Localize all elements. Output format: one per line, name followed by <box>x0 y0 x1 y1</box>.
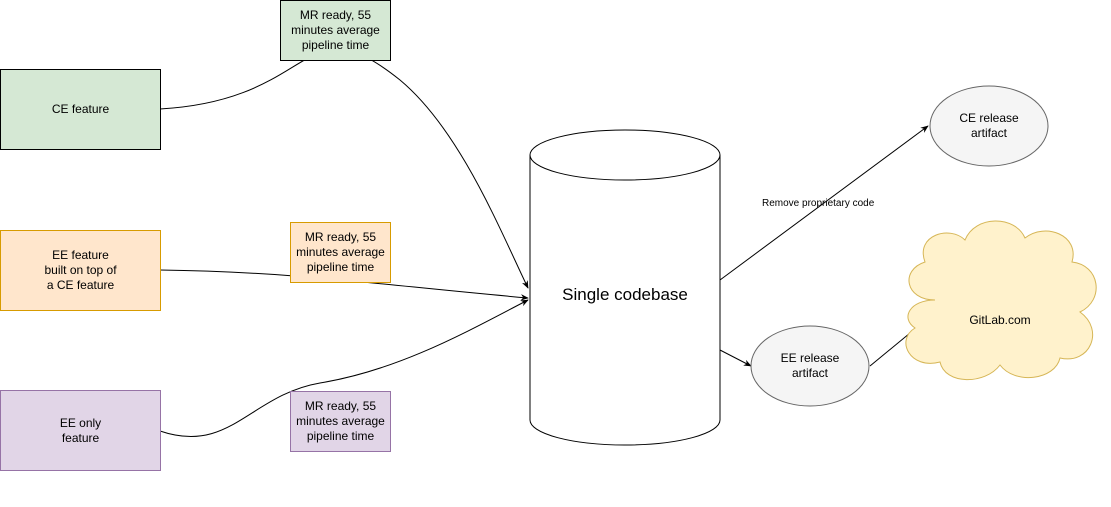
mr-note-bottom: MR ready, 55 minutes average pipeline ti… <box>290 391 391 452</box>
remove-proprietary-label: Remove proprietary code <box>762 198 875 209</box>
mr-note-middle-label: MR ready, 55 minutes average pipeline ti… <box>296 230 385 274</box>
codebase-label: Single codebase <box>562 285 688 304</box>
mr-note-top: MR ready, 55 minutes average pipeline ti… <box>280 0 391 61</box>
edge-ee-only-to-codebase <box>159 299 529 437</box>
ee-only-feature-box: EE only feature <box>0 390 161 471</box>
ce-artifact-ellipse <box>929 85 1049 167</box>
ee-artifact-ellipse <box>750 325 870 407</box>
ee-feature-box: EE feature built on top of a CE feature <box>0 230 161 311</box>
codebase-cylinder <box>529 129 721 446</box>
gitlab-label: GitLab.com <box>969 313 1031 327</box>
ce-feature-label: CE feature <box>51 102 110 116</box>
ce-feature-box: CE feature <box>0 69 161 150</box>
mr-note-bottom-label: MR ready, 55 minutes average pipeline ti… <box>296 399 385 443</box>
edge-ce-to-codebase <box>159 48 529 289</box>
edge-codebase-to-ce-artifact <box>719 125 929 281</box>
ee-feature-label: EE feature built on top of a CE feature <box>44 248 117 292</box>
mr-note-middle: MR ready, 55 minutes average pipeline ti… <box>290 222 391 283</box>
ee-only-feature-label: EE only feature <box>59 415 102 445</box>
ce-artifact-label: CE release artifact <box>959 111 1019 140</box>
edge-codebase-to-ee-artifact <box>719 349 752 367</box>
gitlab-cloud-shape <box>905 220 1097 381</box>
mr-note-top-label: MR ready, 55 minutes average pipeline ti… <box>291 8 380 52</box>
ee-artifact-label: EE release artifact <box>780 351 840 380</box>
